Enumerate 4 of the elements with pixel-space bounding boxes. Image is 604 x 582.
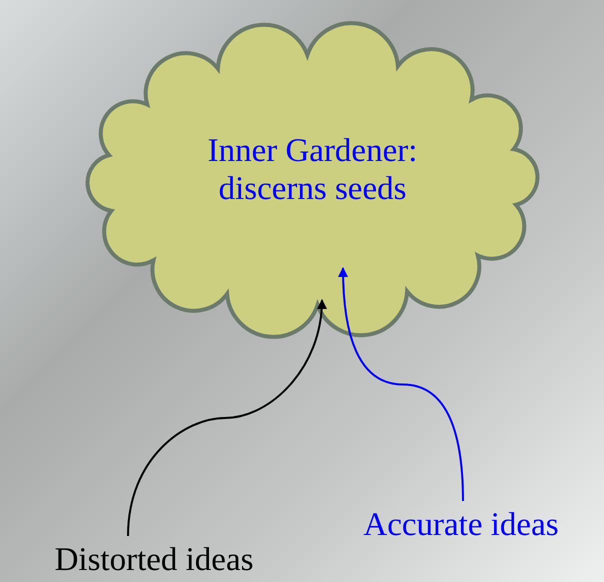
idea-label: Accurate ideas [318, 503, 604, 547]
curved-arrow [338, 267, 464, 502]
idea-label: Distorted ideas [4, 538, 304, 582]
curved-arrow [127, 299, 326, 536]
